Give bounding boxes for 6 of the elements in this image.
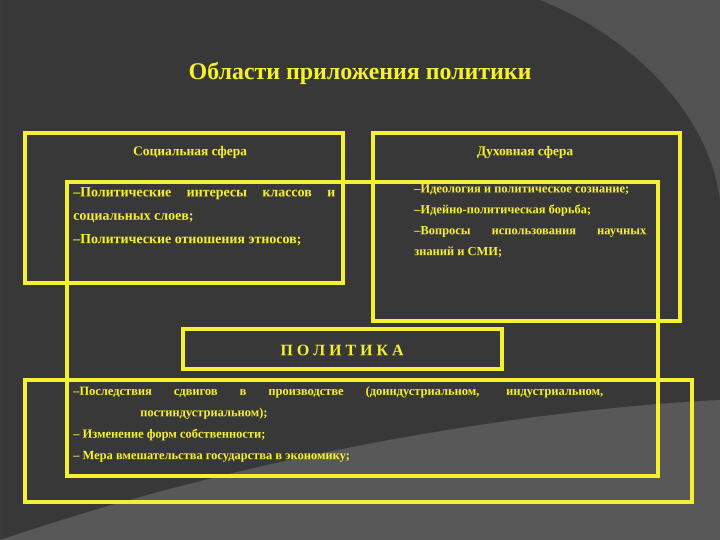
title: Области приложения политики <box>190 62 531 84</box>
frame-box <box>65 180 660 478</box>
text-box: П О Л И Т И К А <box>181 327 504 371</box>
text-box: Духовная сфера –Идеология и политическое сознание; –Идейно-политическая борьба; –Вопросы использования научных знаний и СМИ; <box>371 131 682 323</box>
text-box: –Последствия сдвигов в производстве (доиндустриальном, индустриальном, постиндустриальном); – Изменение форм собственности; – Мера вмешательства государства в экономику; <box>23 378 694 504</box>
text-box: Социальная сфера –Политические интересы классов и социальных слоев; –Политические отношения этносов; <box>23 131 345 285</box>
